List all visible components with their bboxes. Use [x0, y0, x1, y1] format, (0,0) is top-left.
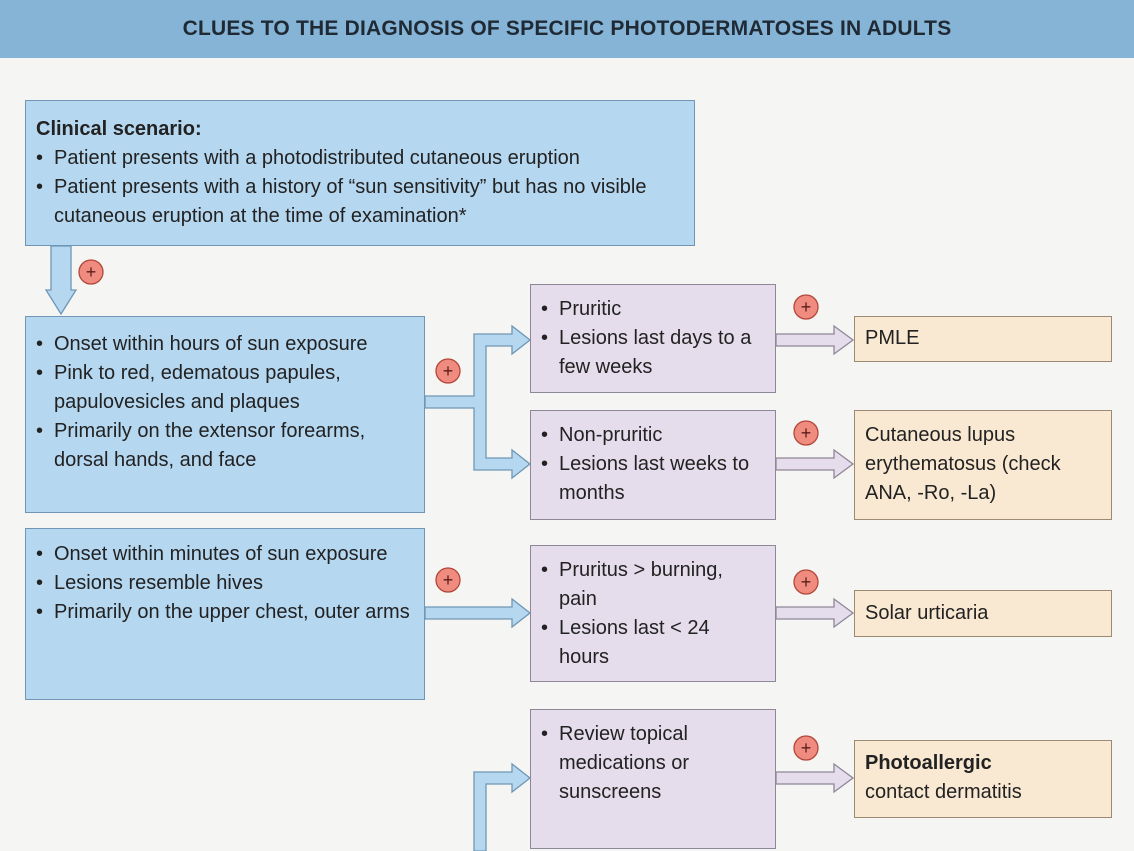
- review-list: Review topical medications or sunscreens: [541, 720, 765, 807]
- arrow-scenario-down: [44, 245, 78, 316]
- outcome-pmle-box: PMLE: [854, 316, 1112, 362]
- pruritus-item: Pruritus > burning, pain: [541, 556, 765, 614]
- plus-icon: +: [793, 569, 819, 595]
- scenario-item: Patient presents with a history of “sun …: [36, 173, 684, 231]
- svg-text:+: +: [86, 262, 97, 282]
- pruritic-box: Pruritic Lesions last days to a few week…: [530, 284, 776, 393]
- onset-hours-item: Onset within hours of sun exposure: [36, 330, 414, 359]
- non-pruritic-box: Non-pruritic Lesions last weeks to month…: [530, 410, 776, 520]
- plus-icon: +: [793, 735, 819, 761]
- non-pruritic-item: Non-pruritic: [541, 421, 765, 450]
- clinical-scenario-box: Clinical scenario: Patient presents with…: [25, 100, 695, 246]
- arrow-to-pmle: [775, 324, 855, 356]
- outcome-solar-box: Solar urticaria: [854, 590, 1112, 637]
- svg-text:+: +: [801, 738, 812, 758]
- header-bar: CLUES TO THE DIAGNOSIS OF SPECIFIC PHOTO…: [0, 0, 1134, 58]
- review-box: Review topical medications or sunscreens: [530, 709, 776, 849]
- arrow-to-lupus: [775, 448, 855, 480]
- pruritic-item: Lesions last days to a few weeks: [541, 324, 765, 382]
- scenario-item: Patient presents with a photodistributed…: [36, 144, 684, 173]
- arrow-to-solar: [775, 597, 855, 629]
- arrow-minutes: [424, 597, 532, 629]
- outcome-lupus-box: Cutaneous lupus erythematosus (check ANA…: [854, 410, 1112, 520]
- plus-icon: +: [435, 567, 461, 593]
- svg-text:+: +: [443, 570, 454, 590]
- onset-minutes-list: Onset within minutes of sun exposure Les…: [36, 540, 414, 627]
- onset-hours-list: Onset within hours of sun exposure Pink …: [36, 330, 414, 475]
- onset-minutes-item: Onset within minutes of sun exposure: [36, 540, 414, 569]
- outcome-solar: Solar urticaria: [865, 602, 989, 624]
- onset-hours-box: Onset within hours of sun exposure Pink …: [25, 316, 425, 513]
- plus-icon: +: [793, 294, 819, 320]
- pruritus-item: Lesions last < 24 hours: [541, 614, 765, 672]
- svg-text:+: +: [801, 572, 812, 592]
- onset-minutes-box: Onset within minutes of sun exposure Les…: [25, 528, 425, 700]
- onset-hours-item: Primarily on the extensor forearms, dors…: [36, 417, 414, 475]
- outcome-photoallergic-rest: contact dermatitis: [865, 781, 1022, 803]
- non-pruritic-item: Lesions last weeks to months: [541, 450, 765, 508]
- review-item: Review topical medications or sunscreens: [541, 720, 765, 807]
- outcome-photoallergic-bold: Photoallergic: [865, 752, 992, 774]
- page-title: CLUES TO THE DIAGNOSIS OF SPECIFIC PHOTO…: [182, 17, 952, 40]
- svg-text:+: +: [443, 361, 454, 381]
- svg-text:+: +: [801, 423, 812, 443]
- plus-icon: +: [793, 420, 819, 446]
- outcome-lupus: Cutaneous lupus erythematosus (check ANA…: [865, 424, 1061, 504]
- pruritic-list: Pruritic Lesions last days to a few week…: [541, 295, 765, 382]
- plus-icon: +: [435, 358, 461, 384]
- pruritus-box: Pruritus > burning, pain Lesions last < …: [530, 545, 776, 682]
- pruritus-list: Pruritus > burning, pain Lesions last < …: [541, 556, 765, 672]
- arrow-branch-hours: [424, 324, 532, 480]
- outcome-pmle: PMLE: [865, 327, 920, 349]
- svg-text:+: +: [801, 297, 812, 317]
- pruritic-item: Pruritic: [541, 295, 765, 324]
- non-pruritic-list: Non-pruritic Lesions last weeks to month…: [541, 421, 765, 508]
- onset-minutes-item: Primarily on the upper chest, outer arms: [36, 598, 414, 627]
- plus-icon: +: [78, 259, 104, 285]
- scenario-title: Clinical scenario:: [36, 118, 202, 140]
- onset-hours-item: Pink to red, edematous papules, papulove…: [36, 359, 414, 417]
- scenario-list: Patient presents with a photodistributed…: [36, 144, 684, 231]
- onset-minutes-item: Lesions resemble hives: [36, 569, 414, 598]
- arrow-to-photoallergic: [775, 762, 855, 794]
- arrow-review: [473, 762, 532, 851]
- outcome-photoallergic-box: Photoallergic contact dermatitis: [854, 740, 1112, 818]
